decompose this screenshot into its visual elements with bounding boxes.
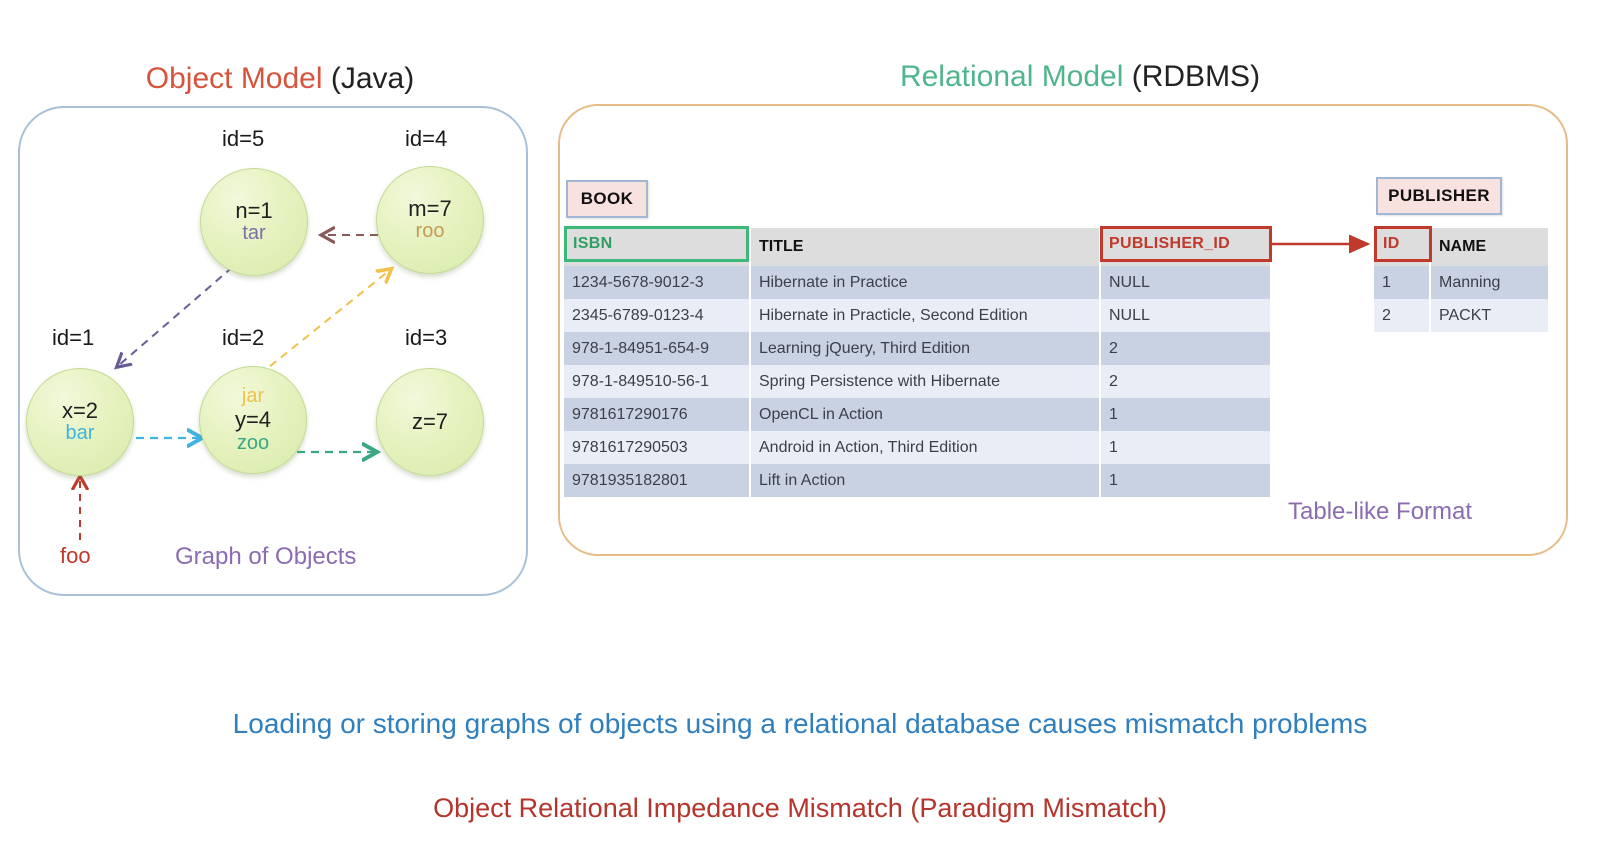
- book-col-header-title[interactable]: TITLE: [749, 228, 1100, 266]
- node-id-label-2: id=2: [222, 325, 265, 350]
- table-cell: Hibernate in Practice: [749, 266, 1100, 299]
- table-cell: Manning: [1429, 266, 1548, 299]
- table-cell: OpenCL in Action: [749, 398, 1100, 431]
- table-cell: 1: [1099, 464, 1270, 497]
- node-ref-tar: tar: [242, 222, 266, 245]
- table-cell: 1: [1374, 266, 1430, 299]
- node-value-1: x=2: [61, 397, 99, 423]
- table-cell: 9781617290503: [564, 431, 750, 464]
- table-cell: Lift in Action: [749, 464, 1100, 497]
- table-cell: 9781617290176: [564, 398, 750, 431]
- table-cell: 978-1-849510-56-1: [564, 365, 750, 398]
- book-table: ISBN TITLE PUBLISHER_ID 1234-5678-9012-3…: [564, 228, 1270, 497]
- table-cell: 9781935182801: [564, 464, 750, 497]
- table-cell: 2: [1099, 365, 1270, 398]
- table-cell: PACKT: [1429, 299, 1548, 332]
- entity-chip-book: BOOK: [566, 180, 648, 218]
- book-col-header-isbn-text: ISBN: [573, 235, 613, 252]
- node-value-4: m=7: [408, 195, 452, 221]
- object-model-title-accent: Object Model: [145, 62, 323, 95]
- table-cell: 2: [1099, 332, 1270, 365]
- node-ref-bar: bar: [65, 422, 95, 445]
- table-cell: Learning jQuery, Third Edition: [749, 332, 1100, 365]
- external-ref-foo: foo: [60, 543, 91, 568]
- table-cell: Android in Action, Third Edition: [749, 431, 1100, 464]
- table-cell: NULL: [1099, 299, 1270, 332]
- caption-mismatch-problem: Loading or storing graphs of objects usi…: [232, 708, 1368, 739]
- node-value-2: y=4: [234, 407, 272, 433]
- graph-of-objects-caption: Graph of Objects: [175, 543, 357, 570]
- object-node-4[interactable]: m=7 roo: [376, 166, 484, 274]
- table-cell: 1: [1099, 398, 1270, 431]
- node-ref-jar: jar: [241, 385, 265, 408]
- publisher-col-header-id-text: ID: [1383, 235, 1400, 252]
- publisher-col-header-name[interactable]: NAME: [1429, 228, 1548, 266]
- book-col-header-publisher-id-text: PUBLISHER_ID: [1109, 235, 1230, 252]
- table-cell: 978-1-84951-654-9: [564, 332, 750, 365]
- table-cell: 1: [1099, 431, 1270, 464]
- relational-model-title-rest: (RDBMS): [1123, 60, 1261, 93]
- entity-chip-publisher: PUBLISHER: [1376, 177, 1502, 215]
- node-id-label-5: id=5: [222, 126, 265, 151]
- object-node-5[interactable]: n=1 tar: [200, 168, 308, 276]
- object-node-1[interactable]: x=2 bar: [26, 368, 134, 476]
- table-like-format-label: Table-like Format: [1288, 498, 1473, 525]
- object-node-2[interactable]: jar y=4 zoo: [199, 366, 307, 474]
- table-cell: 2345-6789-0123-4: [564, 299, 750, 332]
- table-cell: NULL: [1099, 266, 1270, 299]
- publisher-table-header-row: ID NAME: [1374, 228, 1548, 266]
- node-ref-roo: roo: [415, 220, 445, 243]
- node-id-label-3: id=3: [405, 325, 448, 350]
- relational-model-title-accent: Relational Model: [899, 60, 1124, 93]
- table-cell: Spring Persistence with Hibernate: [749, 365, 1100, 398]
- node-value-5: n=1: [235, 197, 273, 223]
- table-cell: 2: [1374, 299, 1430, 332]
- node-ref-zoo: zoo: [236, 431, 270, 454]
- page-title-relational-model: Relational Model (RDBMS): [575, 60, 1585, 94]
- node-value-3: z=7: [411, 409, 449, 435]
- object-node-3[interactable]: z=7: [376, 368, 484, 476]
- caption-paradigm-mismatch: Object Relational Impedance Mismatch (Pa…: [433, 793, 1167, 823]
- table-cell: 1234-5678-9012-3: [564, 266, 750, 299]
- object-model-title-rest: (Java): [322, 62, 415, 95]
- table-cell: Hibernate in Practicle, Second Edition: [749, 299, 1100, 332]
- node-id-label-4: id=4: [405, 126, 448, 151]
- node-id-label-1: id=1: [52, 325, 95, 350]
- page-title-object-model: Object Model (Java): [0, 62, 560, 96]
